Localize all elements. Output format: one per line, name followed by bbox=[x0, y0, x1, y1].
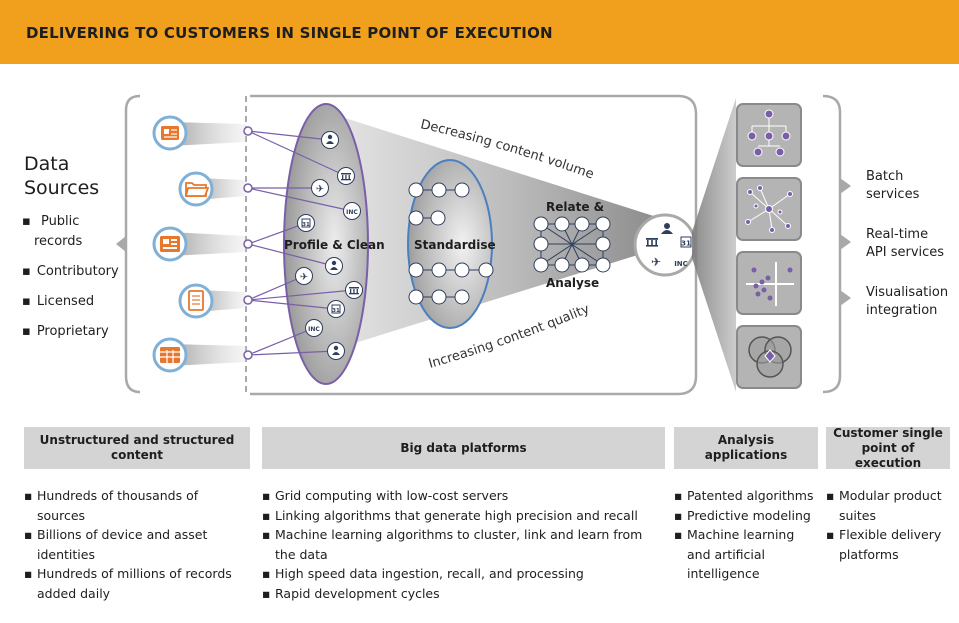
document-icon bbox=[178, 283, 214, 319]
standardise-label: Standardise bbox=[414, 238, 496, 252]
contact-card-icon bbox=[152, 115, 188, 151]
list-item: Predictive modeling bbox=[674, 506, 820, 526]
data-source-item-licensed: Licensed bbox=[22, 292, 94, 312]
output-label: API services bbox=[866, 245, 945, 260]
data-source-item-label-cont: records bbox=[34, 234, 83, 249]
data-source-item-contributory: Contributory bbox=[22, 262, 119, 282]
person-icon bbox=[321, 131, 339, 149]
plane-icon: ✈ bbox=[311, 179, 329, 197]
list-item: Grid computing with low-cost servers bbox=[262, 486, 658, 506]
relate-network-nodes bbox=[533, 216, 611, 273]
data-source-item-label: Proprietary bbox=[36, 324, 109, 339]
list-item: Modular product suites bbox=[826, 486, 954, 525]
output-batch-services: Batch services bbox=[866, 168, 919, 204]
analysis-bullet-list: Patented algorithms Predictive modeling … bbox=[674, 486, 820, 584]
scatter-plot-icon bbox=[746, 262, 794, 306]
content-bullet-list: Hundreds of thousands of sources Billion… bbox=[24, 486, 250, 604]
person-icon bbox=[325, 257, 343, 275]
network-icon bbox=[745, 185, 793, 233]
list-item: Machine learning algorithms to cluster, … bbox=[262, 525, 658, 564]
standardise-oval bbox=[407, 159, 493, 329]
person-icon bbox=[327, 342, 345, 360]
svg-text:31: 31 bbox=[302, 222, 310, 228]
output-label: services bbox=[866, 187, 920, 202]
folder-icon bbox=[178, 171, 214, 207]
source-beam-1 bbox=[170, 122, 246, 146]
list-item: Machine learning and artificial intellig… bbox=[674, 525, 820, 584]
data-source-item-label: Public bbox=[40, 214, 80, 229]
header-bar: DELIVERING TO CUSTOMERS IN SINGLE POINT … bbox=[0, 0, 959, 64]
data-sources-title-line1: Data bbox=[24, 153, 70, 175]
list-item: Billions of device and asset identities bbox=[24, 525, 250, 564]
platforms-bullet-list: Grid computing with low-cost servers Lin… bbox=[262, 486, 658, 604]
column-header-customer: Customer single point of execution bbox=[826, 426, 950, 470]
output-label: Batch bbox=[866, 169, 904, 184]
output-realtime-api: Real-time API services bbox=[866, 226, 944, 262]
source-icons bbox=[152, 115, 214, 373]
right-bracket-arrow-3 bbox=[840, 290, 851, 306]
list-item: High speed data ingestion, recall, and p… bbox=[262, 564, 658, 584]
svg-text:✈: ✈ bbox=[300, 272, 308, 283]
bank-icon bbox=[345, 281, 363, 299]
svg-text:31: 31 bbox=[681, 240, 691, 248]
column-header-platforms: Big data platforms bbox=[262, 427, 665, 469]
relate-label: Relate & bbox=[546, 200, 605, 214]
svg-text:INC: INC bbox=[346, 209, 358, 216]
list-item: Patented algorithms bbox=[674, 486, 820, 506]
right-bracket-arrow-2 bbox=[840, 234, 851, 250]
svg-text:INC: INC bbox=[308, 326, 320, 333]
spreadsheet-icon bbox=[152, 337, 188, 373]
svg-text:✈: ✈ bbox=[316, 184, 324, 195]
connection-nodes bbox=[243, 126, 253, 360]
customer-bullet-list: Modular product suites Flexible delivery… bbox=[826, 486, 954, 564]
plane-icon: ✈ bbox=[295, 267, 313, 285]
list-item: Hundreds of millions of records added da… bbox=[24, 564, 250, 603]
calendar-icon: 31 bbox=[327, 300, 345, 318]
right-bracket bbox=[822, 94, 842, 394]
list-item: Rapid development cycles bbox=[262, 584, 658, 604]
standardise-chains bbox=[408, 182, 494, 305]
profile-clean-label: Profile & Clean bbox=[284, 238, 385, 252]
funnel-cone bbox=[326, 112, 660, 352]
svg-text:INC: INC bbox=[674, 260, 688, 268]
data-source-item-label: Licensed bbox=[36, 294, 95, 309]
analyse-label: Analyse bbox=[546, 276, 600, 290]
output-label: Real-time bbox=[866, 227, 929, 242]
company-inc-icon: INC bbox=[343, 202, 361, 220]
left-bracket-arrow bbox=[116, 236, 126, 252]
output-fan bbox=[692, 98, 736, 392]
company-inc-icon: INC bbox=[305, 319, 323, 337]
output-label: integration bbox=[866, 303, 938, 318]
right-bracket-arrow-1 bbox=[840, 178, 851, 194]
data-source-item-label: Contributory bbox=[36, 264, 119, 279]
list-item: Linking algorithms that generate high pr… bbox=[262, 506, 658, 526]
svg-text:✈: ✈ bbox=[651, 255, 661, 269]
output-hub-icons: 31 ✈ INC bbox=[646, 223, 692, 269]
venn-diagram-icon bbox=[748, 336, 792, 378]
svg-text:31: 31 bbox=[332, 308, 340, 314]
data-sources-title-line2: Sources bbox=[24, 177, 100, 199]
output-label: Visualisation bbox=[866, 285, 949, 300]
bank-icon bbox=[337, 167, 355, 185]
layout-sheet-icon bbox=[152, 226, 188, 262]
list-item: Hundreds of thousands of sources bbox=[24, 486, 250, 525]
output-visualisation: Visualisation integration bbox=[866, 284, 948, 320]
column-header-analysis: Analysis applications bbox=[674, 427, 818, 469]
page-title: DELIVERING TO CUSTOMERS IN SINGLE POINT … bbox=[26, 24, 553, 42]
data-sources-title: Data Sources bbox=[24, 152, 99, 200]
list-item: Flexible delivery platforms bbox=[826, 525, 954, 564]
left-bracket bbox=[124, 94, 141, 394]
entity-icons: ✈ INC 31 ✈ 31 INC bbox=[295, 131, 363, 360]
data-source-item-public-records: Public records bbox=[22, 212, 82, 252]
source-beam-5 bbox=[170, 344, 246, 366]
connection-lines bbox=[247, 130, 355, 356]
column-header-content: Unstructured and structured content bbox=[24, 427, 250, 469]
source-beam-3 bbox=[170, 232, 246, 256]
calendar-icon: 31 bbox=[297, 214, 315, 232]
data-source-item-proprietary: Proprietary bbox=[22, 322, 109, 342]
hierarchy-icon bbox=[747, 109, 791, 157]
